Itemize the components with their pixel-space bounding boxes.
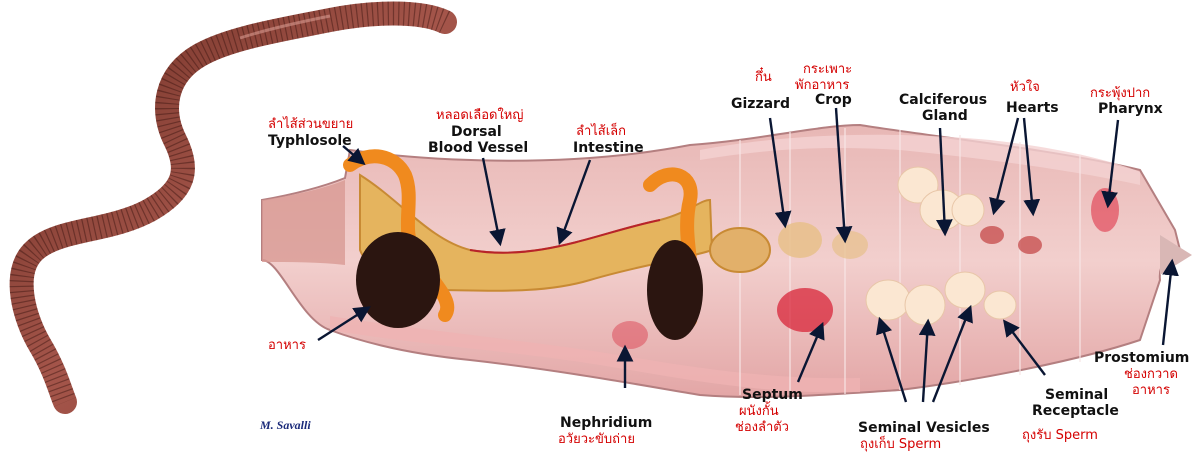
seminal-receptacle-thai-label: ถุงรับ Sperm <box>1022 428 1098 443</box>
gizzard-label: Gizzard <box>731 96 790 112</box>
septum-thai-label-line1: ผนังกั้น <box>739 404 779 419</box>
calciferous-gland-label-line1: Calciferous <box>899 92 987 108</box>
prostomium-label: Prostomium <box>1094 350 1189 366</box>
hearts-thai-label: หัวใจ <box>1010 80 1040 95</box>
pharynx-label: Pharynx <box>1098 101 1163 117</box>
food-thai-label: อาหาร <box>268 338 306 353</box>
hearts-label: Hearts <box>1006 100 1059 116</box>
septum-label: Septum <box>742 387 803 403</box>
crop-label: Crop <box>815 92 852 108</box>
nephridium-thai-label: อวัยวะขับถ่าย <box>558 432 635 447</box>
seminal-receptacle-label-line2: Receptacle <box>1032 403 1119 419</box>
dorsal-vessel-label-line2: Blood Vessel <box>428 140 528 156</box>
dorsal-vessel-label-line1: Dorsal <box>451 124 502 140</box>
crop-thai-label-line1: กระเพาะ <box>803 62 852 77</box>
seminal-vesicles-thai-label: ถุงเก็บ Sperm <box>860 437 941 452</box>
seminal-receptacle-label-line1: Seminal <box>1045 387 1108 403</box>
prostomium-thai-label-line2: อาหาร <box>1132 383 1170 398</box>
septum-thai-label-line2: ช่องลำตัว <box>735 420 789 435</box>
gizzard-thai-label: กึ๋น <box>755 70 772 85</box>
dorsal-vessel-thai-label: หลอดเลือดใหญ่ <box>436 108 523 123</box>
dissected-worm <box>262 125 1192 397</box>
intestine-thai-label: ลำไส้เล็ก <box>576 124 626 139</box>
calciferous-gland-label-line2: Gland <box>922 108 968 124</box>
prostomium-thai-label-line1: ช่องกวาด <box>1124 367 1178 382</box>
seminal-vesicles-label: Seminal Vesicles <box>858 420 990 436</box>
nephridium-label: Nephridium <box>560 415 652 431</box>
image-credit: M. Savalli <box>260 418 311 433</box>
intestine-label: Intestine <box>573 140 644 156</box>
typhlosole-thai-label: ลำไส้ส่วนขยาย <box>268 117 353 132</box>
typhlosole-label: Typhlosole <box>268 133 352 149</box>
crop-thai-label-line2: พักอาหาร <box>795 78 849 93</box>
pharynx-thai-label: กระพุ้งปาก <box>1090 86 1150 101</box>
